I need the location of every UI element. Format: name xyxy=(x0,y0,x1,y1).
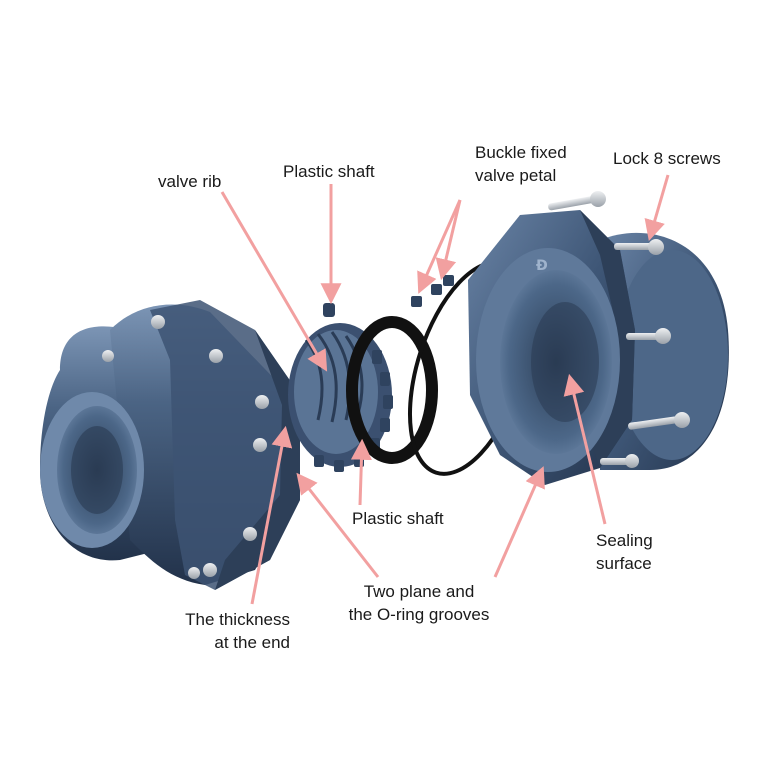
arrow-icon xyxy=(350,438,372,506)
leader-lines xyxy=(220,174,670,605)
label-plastic-shaft-top: Plastic shaft xyxy=(283,162,375,181)
right-valve-body: Ð xyxy=(468,191,729,485)
label-plane-and-o-ring-grooves: Two plane and the O-ring grooves xyxy=(348,582,490,624)
left-valve-body xyxy=(40,300,300,590)
arrow-icon xyxy=(493,466,545,578)
svg-text:Ð: Ð xyxy=(536,258,548,274)
arrow-icon xyxy=(296,472,380,578)
label-thickness-at-the-end: The thickness at the end xyxy=(185,610,290,652)
arrow-icon xyxy=(250,425,293,605)
label-valve-rib: valve rib xyxy=(158,172,222,191)
inner-o-ring xyxy=(346,316,438,464)
label-sealing-surface: Sealing surface xyxy=(596,531,653,573)
arrow-icon xyxy=(435,199,462,281)
arrow-icon xyxy=(417,199,462,294)
label-buckle-fixed-valve-petal: Buckle fixed valve petal xyxy=(475,143,567,185)
label-lock-8-screws: Lock 8 screws xyxy=(613,149,721,168)
bolt-icon xyxy=(102,315,269,579)
arrow-icon xyxy=(220,191,328,372)
buckle-clips xyxy=(411,275,454,307)
arrow-icon xyxy=(563,373,607,525)
label-plastic-shaft-bottom: Plastic shaft xyxy=(352,509,444,528)
arrow-icon xyxy=(644,174,670,242)
bolt-icon xyxy=(548,191,690,468)
